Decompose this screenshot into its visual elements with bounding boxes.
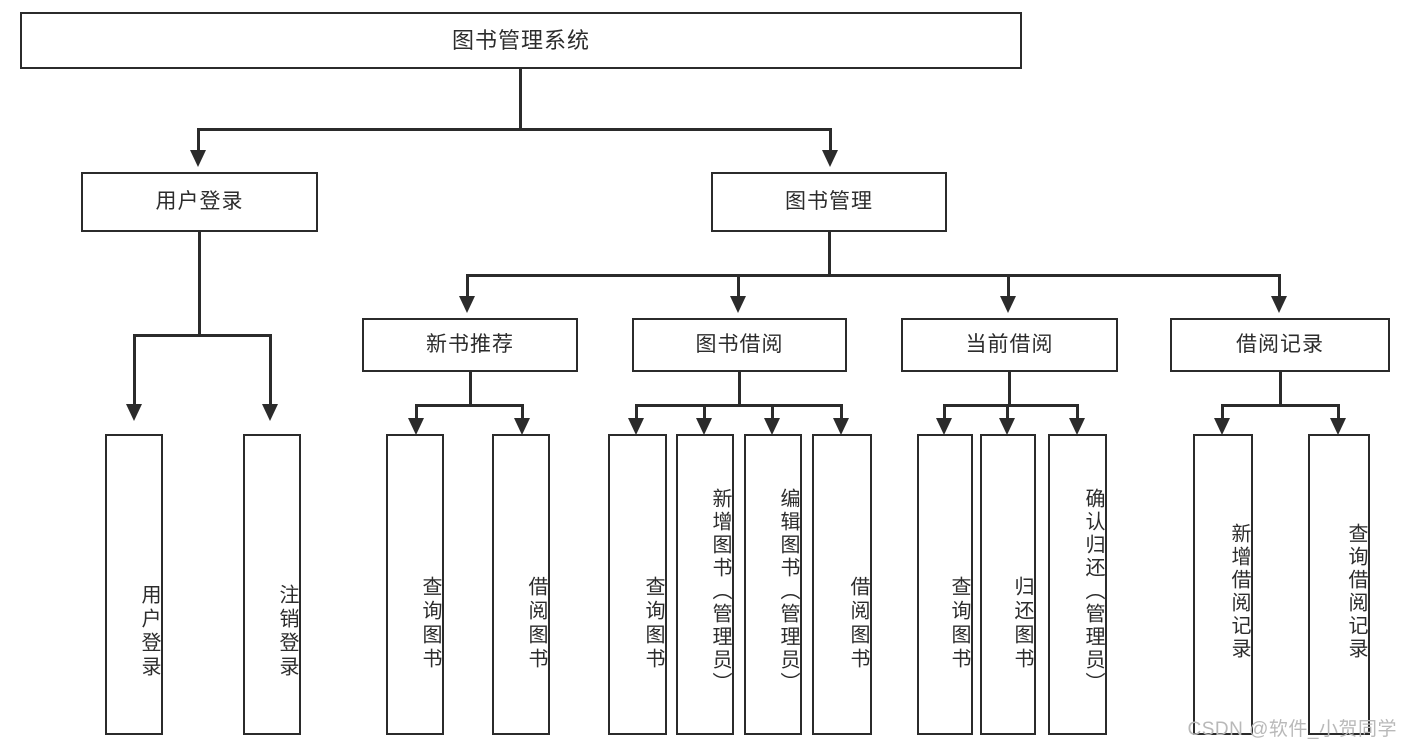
connector-login-stem	[198, 232, 201, 336]
connector-currentborrow-bus	[943, 404, 1078, 407]
arrowhead-bookborrow-to-c1	[628, 418, 644, 435]
node-borrow-record[interactable]: 借阅记录	[1170, 318, 1390, 372]
connector-newbook-bus	[415, 404, 523, 407]
connector-borrowrecord-to-c2	[1337, 404, 1340, 420]
arrowhead-borrowrecord-to-c2	[1330, 418, 1346, 435]
connector-newbook-to-c1	[415, 404, 418, 420]
connector-root-to-login	[197, 128, 200, 152]
connector-root-to-bookmgmt	[829, 128, 832, 152]
leaf-add-book-admin[interactable]: 新增图书（管理员）	[676, 434, 734, 735]
leaf-confirm-return-admin[interactable]: 确认归还（管理员）	[1048, 434, 1107, 735]
leaf-query-book-borrow[interactable]: 查询图书	[608, 434, 667, 735]
connector-currentborrow-stem	[1008, 372, 1011, 406]
arrowhead-newbook-to-c1	[408, 418, 424, 435]
connector-login-to-leaf2	[269, 334, 272, 406]
connector-bookmgmt-to-n4	[1278, 274, 1281, 298]
node-user-login[interactable]: 用户登录	[81, 172, 318, 232]
connector-bookmgmt-stem	[828, 232, 831, 276]
arrowhead-borrowrecord-to-c1	[1214, 418, 1230, 435]
watermark-text: CSDN @软件_小贺同学	[1187, 719, 1397, 740]
leaf-user-login[interactable]: 用户登录	[105, 434, 163, 735]
connector-bookborrow-to-c2	[703, 404, 706, 420]
connector-bookborrow-to-c4	[840, 404, 843, 420]
node-book-management[interactable]: 图书管理	[711, 172, 947, 232]
leaf-add-borrow-record[interactable]: 新增借阅记录	[1193, 434, 1253, 735]
connector-currentborrow-to-c2	[1006, 404, 1009, 420]
leaf-borrow-book-recommend[interactable]: 借阅图书	[492, 434, 550, 735]
connector-bookmgmt-to-n2	[737, 274, 740, 298]
leaf-logout-login[interactable]: 注销登录	[243, 434, 301, 735]
connector-root-stem	[519, 69, 522, 129]
leaf-query-book-current[interactable]: 查询图书	[917, 434, 973, 735]
connector-borrowrecord-bus	[1221, 404, 1339, 407]
connector-bookborrow-to-c1	[635, 404, 638, 420]
leaf-query-book-recommend[interactable]: 查询图书	[386, 434, 444, 735]
connector-newbook-stem	[469, 372, 472, 406]
arrowhead-bookmgmt-to-n3	[1000, 296, 1016, 313]
connector-bookmgmt-bus	[466, 274, 1280, 277]
arrowhead-currentborrow-to-c3	[1069, 418, 1085, 435]
connector-login-to-leaf1	[133, 334, 136, 406]
leaf-return-book[interactable]: 归还图书	[980, 434, 1036, 735]
connector-bookborrow-stem	[738, 372, 741, 406]
arrowhead-bookmgmt-to-n4	[1271, 296, 1287, 313]
connector-bookborrow-to-c3	[771, 404, 774, 420]
node-root-system[interactable]: 图书管理系统	[20, 12, 1022, 69]
connector-borrowrecord-to-c1	[1221, 404, 1224, 420]
connector-bookmgmt-to-n3	[1007, 274, 1010, 298]
arrowhead-bookborrow-to-c3	[764, 418, 780, 435]
connector-bookmgmt-to-n1	[466, 274, 469, 298]
leaf-query-borrow-record[interactable]: 查询借阅记录	[1308, 434, 1370, 735]
leaf-borrow-book[interactable]: 借阅图书	[812, 434, 872, 735]
node-book-borrow[interactable]: 图书借阅	[632, 318, 847, 372]
node-current-borrow[interactable]: 当前借阅	[901, 318, 1118, 372]
arrowhead-login-to-leaf1	[126, 404, 142, 421]
arrowhead-bookborrow-to-c2	[696, 418, 712, 435]
arrowhead-login-to-leaf2	[262, 404, 278, 421]
connector-bookborrow-bus	[635, 404, 843, 407]
connector-borrowrecord-stem	[1279, 372, 1282, 406]
arrowhead-root-to-login	[190, 150, 206, 167]
arrowhead-bookmgmt-to-n1	[459, 296, 475, 313]
node-new-book-recommend[interactable]: 新书推荐	[362, 318, 578, 372]
arrowhead-newbook-to-c2	[514, 418, 530, 435]
arrowhead-bookborrow-to-c4	[833, 418, 849, 435]
connector-currentborrow-to-c1	[943, 404, 946, 420]
leaf-edit-book-admin[interactable]: 编辑图书（管理员）	[744, 434, 802, 735]
arrowhead-currentborrow-to-c2	[999, 418, 1015, 435]
connector-newbook-to-c2	[521, 404, 524, 420]
arrowhead-bookmgmt-to-n2	[730, 296, 746, 313]
connector-login-bus	[133, 334, 271, 337]
arrowhead-currentborrow-to-c1	[936, 418, 952, 435]
connector-root-bus	[197, 128, 831, 131]
arrowhead-root-to-bookmgmt	[822, 150, 838, 167]
connector-currentborrow-to-c3	[1076, 404, 1079, 420]
